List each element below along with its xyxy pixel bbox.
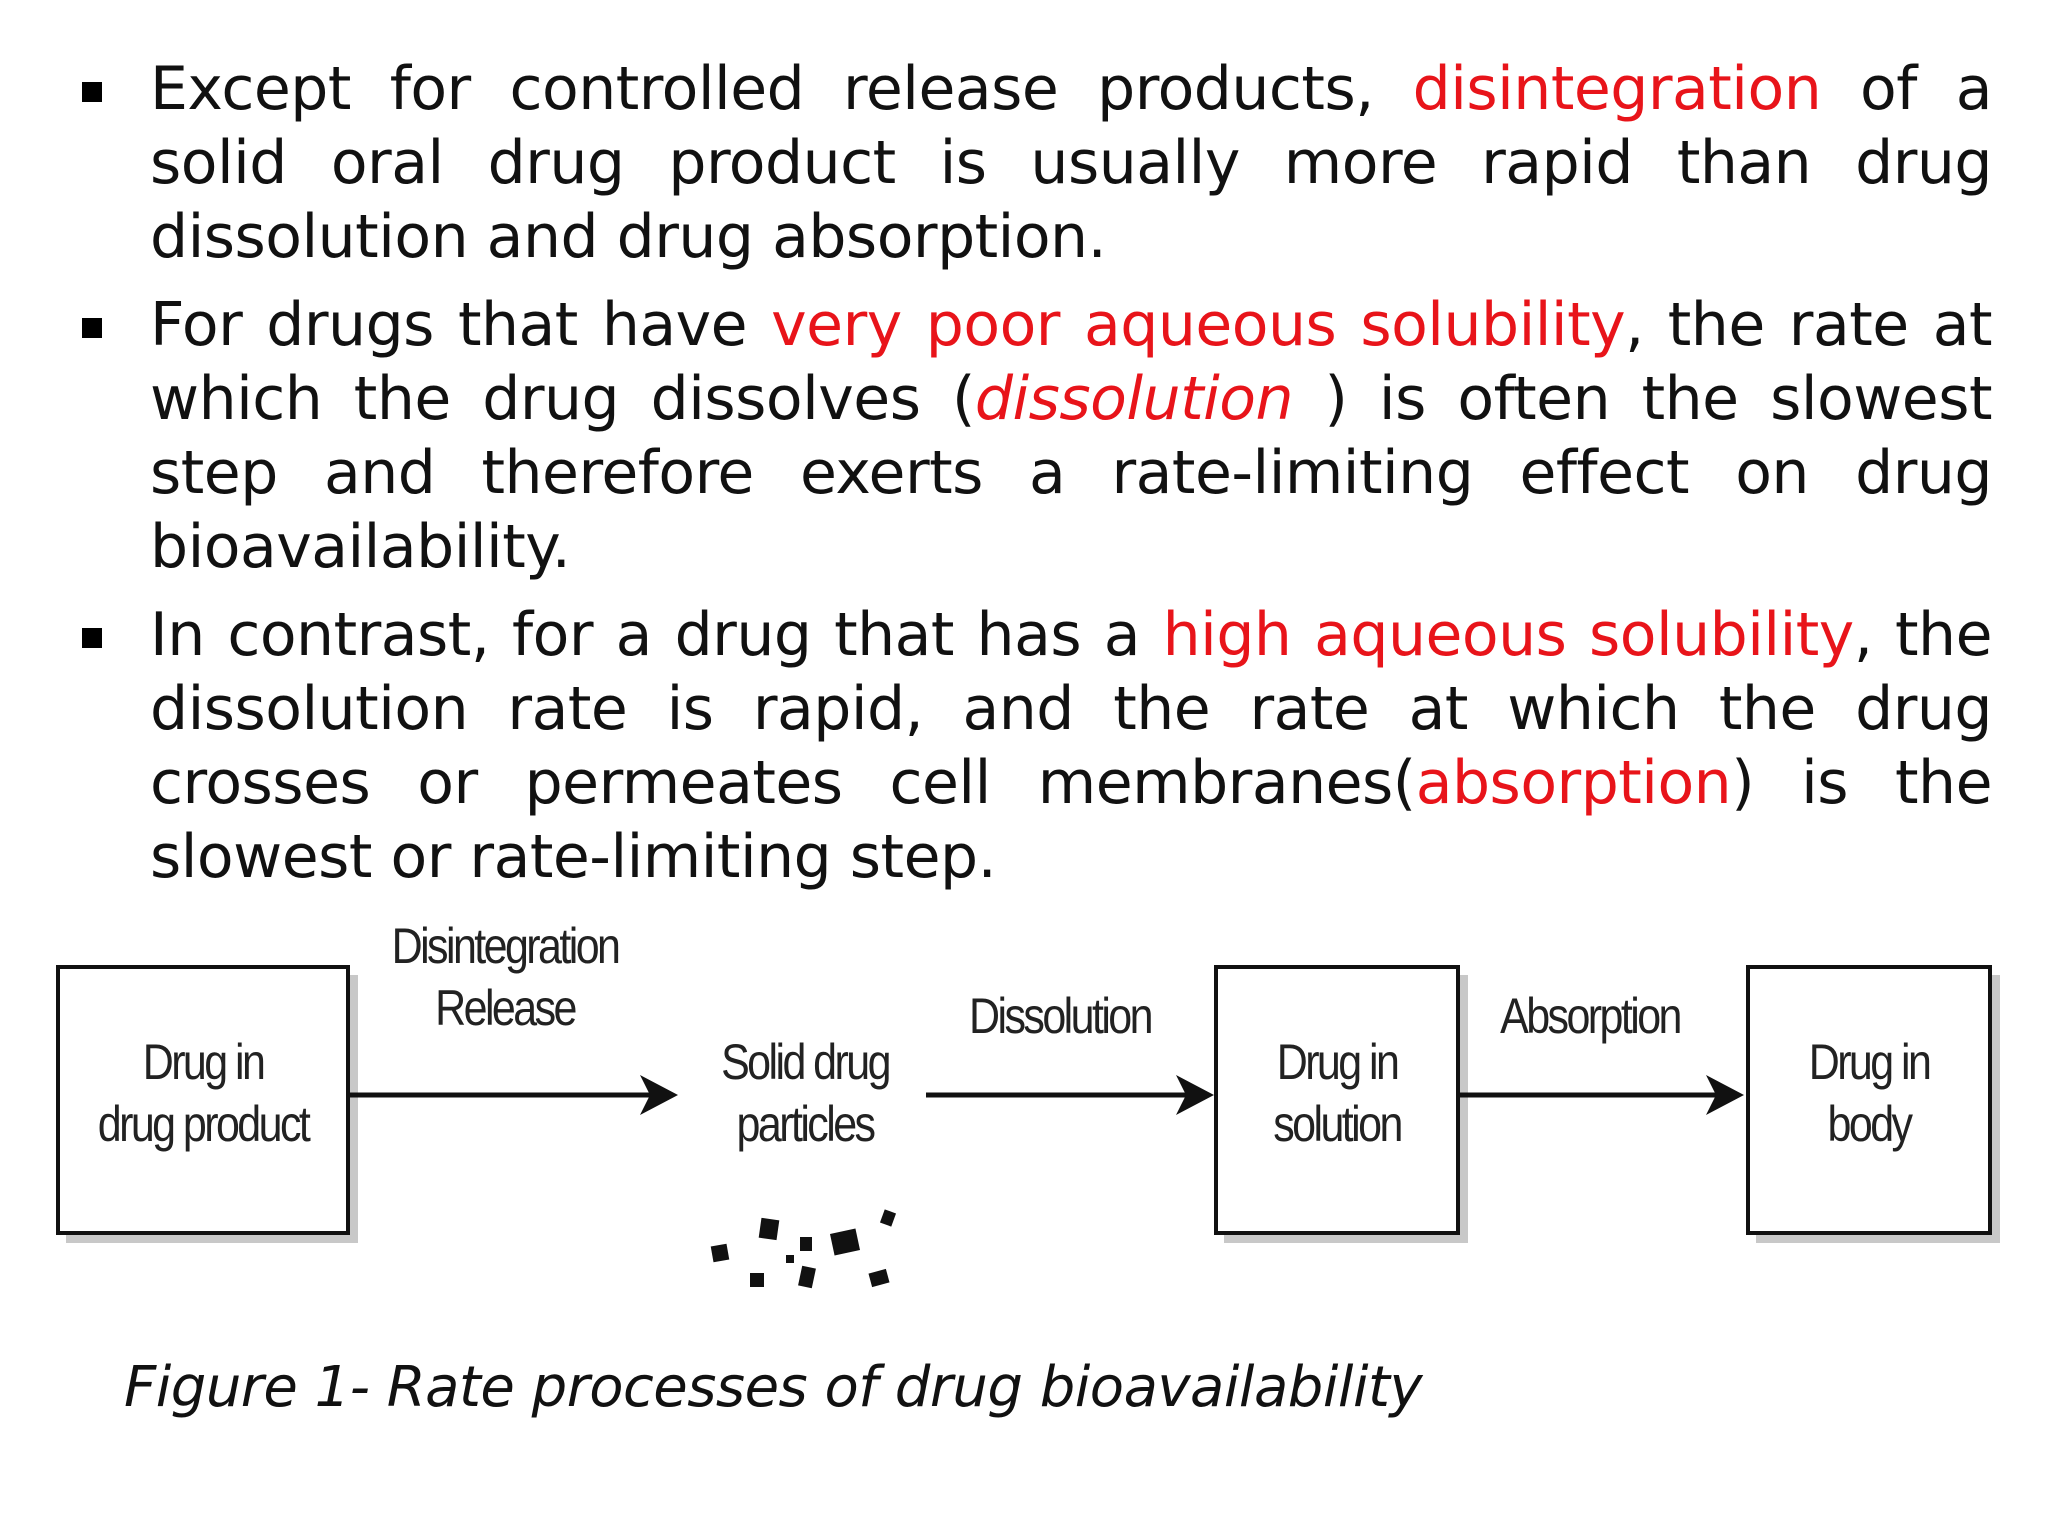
drug-body-box — [1746, 965, 1992, 1235]
arrow-disintegration — [350, 1075, 678, 1115]
bullet-list: Except for controlled release products, … — [70, 52, 1993, 908]
drug-product-label: Drug in drug product — [78, 1031, 327, 1155]
solid-particles-label: Solid drug particles — [689, 1031, 921, 1155]
bullet-square-icon — [82, 628, 102, 648]
highlight-term: absorption — [1415, 748, 1732, 818]
figure-caption: Figure 1- Rate processes of drug bioavai… — [124, 1355, 1423, 1420]
label-line: Release — [435, 980, 577, 1036]
dissolution-label: Dissolution — [940, 985, 1181, 1047]
bullet-text-segment: ) is often the slowest step and therefor… — [150, 364, 1993, 582]
bullet-text-segment: Except for controlled release products, — [150, 54, 1413, 124]
disintegration-release-label: Disintegration Release — [363, 915, 647, 1039]
label-line: Absorption — [1500, 988, 1682, 1044]
arrow-absorption — [1460, 1075, 1744, 1115]
rate-process-diagram: Drug in drug product Solid drug particle… — [0, 915, 2048, 1335]
bullet-square-icon — [82, 82, 102, 102]
bullet-square-icon — [82, 318, 102, 338]
arrow-dissolution — [926, 1075, 1214, 1115]
label-line: Disintegration — [391, 918, 621, 974]
absorption-label: Absorption — [1478, 985, 1702, 1047]
drug-solution-label: Drug in solution — [1233, 1031, 1441, 1155]
bullet-text: For drugs that have very poor aqueous so… — [150, 288, 1993, 584]
label-line: particles — [736, 1096, 876, 1152]
particles-icon — [710, 1209, 897, 1289]
bullet-item: For drugs that have very poor aqueous so… — [70, 288, 1993, 584]
label-line: Solid drug — [721, 1034, 891, 1090]
highlight-term: dissolution — [974, 364, 1294, 434]
highlight-term: disintegration — [1412, 54, 1822, 124]
bullet-text-segment: , the dissolution rate is rapid, and the… — [150, 600, 1993, 818]
bullet-text: In contrast, for a drug that has a high … — [150, 598, 1993, 894]
drug-solution-box — [1214, 965, 1460, 1235]
label-line: Drug in — [142, 1034, 266, 1090]
diagram-graphics — [56, 965, 2000, 1289]
label-line: Dissolution — [969, 988, 1154, 1044]
label-line: Drug in — [1808, 1034, 1932, 1090]
highlight-term: high aqueous solubility — [1162, 600, 1855, 670]
highlight-term: very poor aqueous solubility — [771, 290, 1626, 360]
bullet-text-segment: In contrast, for a drug that has a — [150, 600, 1163, 670]
label-line: body — [1827, 1096, 1914, 1152]
bullet-item: In contrast, for a drug that has a high … — [70, 598, 1993, 894]
bullet-text-segment: ) is the slowest or rate-limiting step. — [150, 748, 1993, 892]
bullet-item: Except for controlled release products, … — [70, 52, 1993, 274]
drug-product-box — [56, 965, 350, 1235]
label-line: drug product — [97, 1096, 311, 1152]
label-line: Drug in — [1276, 1034, 1400, 1090]
label-line: solution — [1273, 1096, 1403, 1152]
bullet-text-segment: , the rate at which the drug dissolves ( — [150, 290, 1993, 434]
bullet-text: Except for controlled release products, … — [150, 52, 1993, 274]
bullet-text-segment: of a solid oral drug product is usually … — [150, 54, 1993, 272]
drug-body-label: Drug in body — [1765, 1031, 1973, 1155]
bullet-text-segment: For drugs that have — [150, 290, 772, 360]
